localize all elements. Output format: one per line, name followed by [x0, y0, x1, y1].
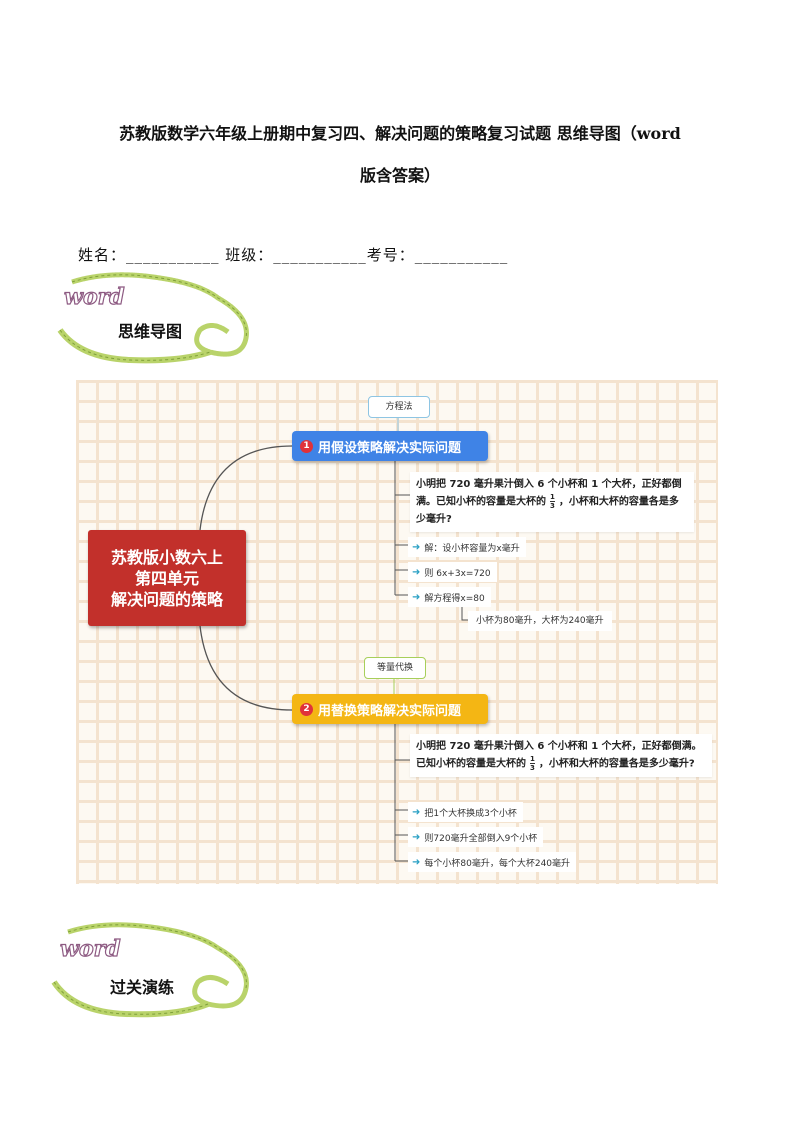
- step-item: ➜把1个大杯换成3个小杯: [408, 802, 523, 822]
- student-info-line: 姓名：___________ 班级：___________考号：________…: [78, 246, 509, 264]
- step-item: ➜解：设小杯容量为x毫升: [408, 537, 526, 557]
- document-title-line2: 版含答案）: [359, 166, 440, 185]
- answer-item: 小杯为80毫升，大杯为240毫升: [468, 611, 612, 631]
- section-title-practice: 过关演练: [110, 978, 175, 997]
- mindmap-panel: [76, 380, 718, 884]
- mindmap-root-node: 苏教版小数六上 第四单元 解决问题的策略: [88, 530, 246, 626]
- branch-assumption-strategy: 1 用假设策略解决实际问题: [292, 431, 488, 461]
- callout-equivalent-substitution: 等量代换: [364, 657, 426, 679]
- question-card-1: 小明把 720 毫升果汁倒入 6 个小杯和 1 个大杯，正好都倒满。已知小杯的容…: [410, 472, 694, 532]
- callout-equation-method: 方程法: [368, 396, 430, 418]
- arrow-right-icon: ➜: [412, 541, 421, 553]
- number-badge: 2: [300, 702, 313, 716]
- word-banner-decoration: word: [51, 922, 249, 1018]
- word-banner-decoration: word: [57, 272, 249, 364]
- step-item: ➜则 6x+3x=720: [408, 562, 497, 582]
- branch-substitution-strategy: 2 用替换策略解决实际问题: [292, 694, 488, 724]
- banner-word-text: word: [64, 284, 125, 310]
- document-title-line1: 苏教版数学六年级上册期中复习四、解决问题的策略复习试题 思维导图（word: [119, 124, 681, 143]
- number-badge: 1: [300, 439, 313, 453]
- arrow-right-icon: ➜: [412, 856, 421, 868]
- arrow-right-icon: ➜: [412, 831, 421, 843]
- arrow-right-icon: ➜: [412, 591, 421, 603]
- section-title-mindmap: 思维导图: [118, 322, 183, 341]
- step-item: ➜解方程得x=80: [408, 587, 491, 607]
- arrow-right-icon: ➜: [412, 566, 421, 578]
- arrow-right-icon: ➜: [412, 806, 421, 818]
- step-item: ➜则720毫升全部倒入9个小杯: [408, 827, 544, 847]
- step-item: ➜每个小杯80毫升，每个大杯240毫升: [408, 852, 577, 872]
- banner-word-text: word: [60, 936, 121, 962]
- question-card-2: 小明把 720 毫升果汁倒入 6 个小杯和 1 个大杯，正好都倒满。已知小杯的容…: [410, 734, 712, 777]
